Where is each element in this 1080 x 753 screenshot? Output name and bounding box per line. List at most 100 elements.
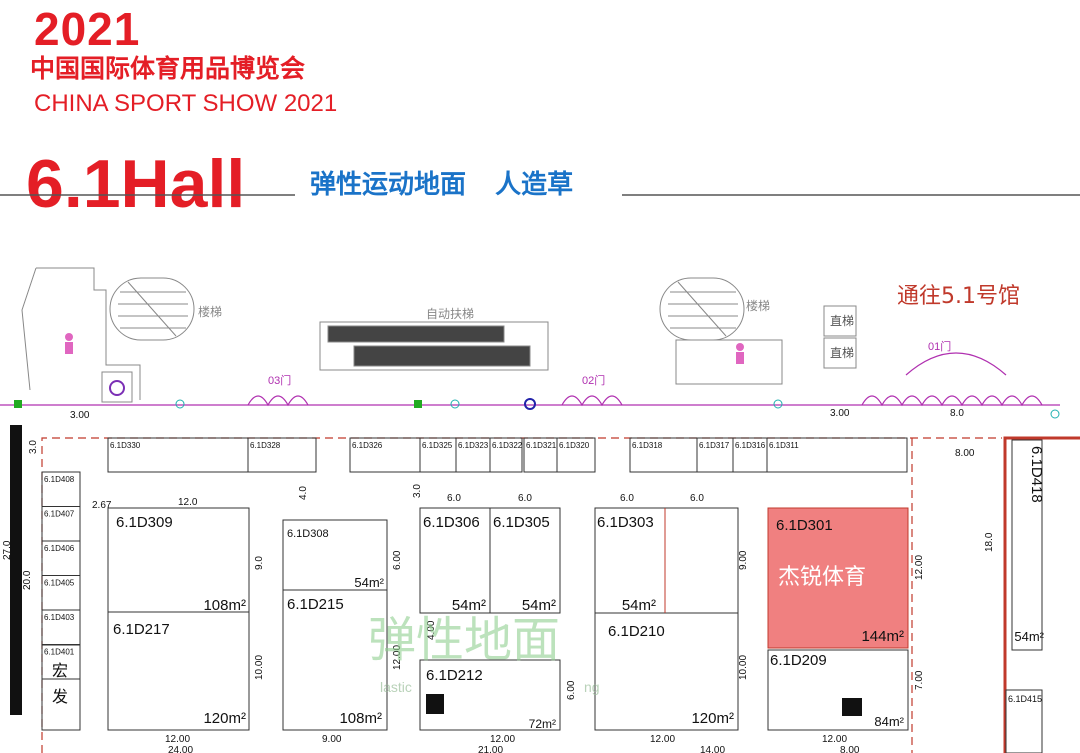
left-booth-label: 6.1D403 [44, 613, 75, 622]
upper-booth-label: 6.1D321 [526, 441, 557, 450]
category-elastic-floor: 弹性运动地面 [310, 170, 467, 200]
door-03-label: 03门 [268, 373, 291, 387]
upper-booth-label: 6.1D320 [559, 441, 590, 450]
left-booth-company-line1: 宏 [52, 661, 68, 680]
dimension-label: 8.00 [955, 448, 975, 459]
area-301: 144m² [861, 628, 904, 645]
left-booth-large [41, 644, 81, 731]
dimension-label: 6.00 [566, 680, 577, 700]
booth-id-305: 6.1D305 [493, 514, 550, 531]
dimension-label: 10.00 [254, 655, 265, 680]
elevator-label-1: 直梯 [830, 314, 854, 328]
area-418: 54m² [1014, 629, 1044, 644]
dimension-label: 24.00 [168, 745, 193, 753]
dimension-label: 12.00 [392, 645, 403, 670]
dimension-label: 20.0 [22, 570, 33, 590]
dimension-label: 3.0 [28, 440, 39, 454]
staircase-left [109, 277, 195, 341]
hall-number: 6.1Hall [26, 146, 246, 222]
dimension-label: 6.0 [620, 493, 634, 504]
to-hall-5-1: 通往5.1号馆 [897, 284, 1020, 309]
left-booth-label: 6.1D408 [44, 475, 75, 484]
upper-booth-label: 6.1D318 [632, 441, 663, 450]
booth-id-303: 6.1D303 [597, 514, 654, 531]
booth-id-215: 6.1D215 [287, 596, 344, 613]
dimension-label: 2.67 [92, 500, 112, 511]
dimension-label: 6.0 [447, 493, 461, 504]
staircase-right-label: 楼梯 [746, 298, 770, 313]
door-02-label: 02门 [582, 373, 605, 387]
dimension-label: 21.00 [478, 745, 503, 753]
dimension-label: 18.0 [984, 532, 995, 552]
booth-areas: 108m² 120m² 54m² 108m² 54m² 54m² 72m² 54… [203, 575, 1044, 731]
wheelchair-icon [109, 380, 125, 396]
area-305: 54m² [522, 597, 556, 614]
restroom-icon [65, 333, 744, 364]
booth-id-306: 6.1D306 [423, 514, 480, 531]
upper-booth-label: 6.1D330 [110, 441, 141, 450]
escalator-label: 自动扶梯 [426, 306, 474, 321]
left-booth-label: 6.1D405 [44, 579, 75, 588]
upper-booth-label: 6.1D326 [352, 441, 383, 450]
booth-id-301: 6.1D301 [776, 517, 833, 534]
booth-id-418: 6.1D418 [1028, 446, 1045, 503]
dimension-label: 12.00 [650, 734, 675, 745]
booth-id-212: 6.1D212 [426, 667, 483, 684]
dimension-label: 12.00 [822, 734, 847, 745]
upper-booth-label: 6.1D316 [735, 441, 766, 450]
booth-id-309: 6.1D309 [116, 514, 173, 531]
show-year: 2021 [34, 3, 141, 55]
area-210: 120m² [691, 710, 734, 727]
category-artificial-turf: 人造草 [495, 170, 574, 200]
area-303: 54m² [622, 597, 656, 614]
dimension-label: 9.00 [738, 550, 749, 570]
dimension-label: 4.0 [298, 486, 309, 500]
dimension-label: 12.00 [914, 555, 925, 580]
hall-categories: 弹性运动地面 人造草 [310, 172, 593, 198]
upper-booth [766, 437, 908, 473]
show-title-chinese: 中国国际体育用品博览会 [30, 54, 306, 83]
booth-marker-209 [842, 698, 862, 716]
dimension-label: 3.00 [70, 410, 90, 421]
doors [0, 352, 1060, 407]
escalator [319, 321, 549, 371]
elevator-label-2: 直梯 [830, 346, 854, 360]
booth-id-210: 6.1D210 [608, 623, 665, 640]
dimension-label: 27.0 [2, 540, 13, 560]
dimension-label: 8.0 [950, 408, 964, 419]
left-booth-company-line2: 发 [52, 687, 68, 706]
upper-booth [489, 437, 523, 473]
booth-marker-212 [426, 694, 444, 714]
area-215: 108m² [339, 710, 382, 727]
area-217: 120m² [203, 710, 246, 727]
dimension-label: 14.00 [700, 745, 725, 753]
hall-wall-right [1003, 436, 1080, 753]
area-306: 54m² [452, 597, 486, 614]
dimension-label: 3.00 [830, 408, 850, 419]
area-309: 108m² [203, 597, 246, 614]
dimension-label: 12.00 [165, 734, 190, 745]
staircase-left-label: 楼梯 [198, 304, 222, 319]
booth-6-1d301-highlight [767, 507, 909, 649]
dimension-label: 10.00 [738, 655, 749, 680]
column-markers [175, 399, 1060, 419]
dimension-label: 12.0 [178, 497, 198, 508]
upper-booth [556, 437, 596, 473]
left-booth-column: 6.1D4086.1D4076.1D4066.1D4056.1D4036.1D4… [41, 471, 81, 731]
entry-points [14, 398, 536, 410]
dimension-label: 9.0 [254, 556, 265, 570]
area-308: 54m² [354, 575, 384, 590]
upper-booth [247, 437, 317, 473]
dimension-label: 6.00 [392, 550, 403, 570]
left-wall [10, 425, 22, 715]
left-booth-label: 6.1D401 [44, 648, 75, 657]
dimension-label: 6.0 [518, 493, 532, 504]
area-212: 72m² [529, 717, 556, 731]
booth-id-217: 6.1D217 [113, 621, 170, 638]
left-booth-label: 6.1D407 [44, 510, 75, 519]
upper-booth-label: 6.1D317 [699, 441, 730, 450]
door-01-label: 01门 [928, 339, 951, 353]
